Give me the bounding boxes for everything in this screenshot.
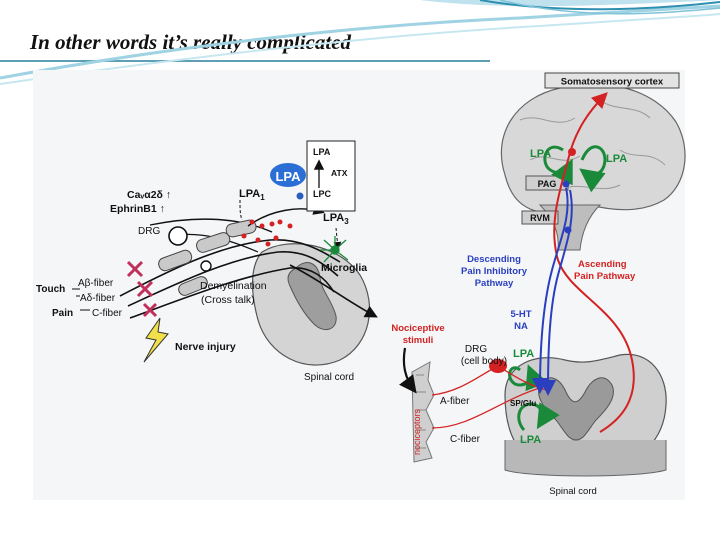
lpa-badge-label: LPA [275, 169, 301, 184]
microglia-cell-icon [320, 236, 349, 263]
thalamus-relay-dot [568, 148, 576, 156]
drg-label: DRG [138, 226, 160, 237]
rvm-label: RVM [530, 213, 550, 223]
neurotransmitter-label-5ht: 5-HT [510, 309, 531, 320]
lpa3-to-microglia-arrow [333, 227, 342, 250]
lpa-badge [270, 163, 306, 187]
nociceptive-stimuli-label-line2: stimuli [403, 335, 434, 346]
pag-neuron-dot [562, 180, 570, 188]
neurotransmitter-label-na: NA [514, 321, 528, 332]
lpa3-label: LPA3 [323, 212, 349, 226]
a-delta-fiber-label: Aδ-fiber [80, 293, 116, 304]
descending-pathway-line-1 [532, 187, 569, 394]
pag-label: PAG [538, 179, 557, 189]
c-fiber-left-label: C-fiber [92, 308, 123, 319]
brain-lpa-right-label: LPA [606, 153, 627, 165]
touch-label: Touch [36, 284, 65, 295]
nerve-injury-lightning-icon [143, 317, 169, 363]
nerve-injury-label: Nerve injury [175, 341, 236, 353]
lpa-release-dots [241, 219, 293, 247]
header-wave-decoration [0, 0, 720, 85]
descending-label-line3: Pathway [475, 278, 514, 289]
lpa-box-label: LPA [313, 147, 331, 157]
ephrinb1-label: EphrinB1 ↑ [110, 203, 165, 215]
descending-label-line1: Descending [467, 254, 521, 265]
c-fiber-line [431, 387, 541, 429]
fiber-label-connectors [72, 288, 90, 311]
sp-glu-label: SP/Glu [510, 399, 536, 408]
skin-tissue [411, 361, 435, 463]
demyelination-label-line1: Demyelination [200, 280, 267, 292]
drg-cell-body-label-line1: DRG [465, 344, 487, 355]
lpa1-label: LPA1 [239, 188, 265, 202]
descending-label-line2: Pain Inhibitory [461, 266, 528, 277]
ascending-label-line1: Ascending [578, 259, 627, 270]
atx-label: ATX [331, 168, 348, 178]
stimuli-arrow [399, 347, 417, 394]
c-fiber-right-label: C-fiber [450, 434, 481, 445]
drg-cell-body-label-line2: (cell body) [461, 356, 507, 367]
pain-label: Pain [52, 308, 73, 319]
cord-lpa-label: LPA [520, 434, 541, 446]
ascending-pathway-line [553, 92, 635, 433]
rvm-region [521, 210, 559, 225]
nerve-fibers [119, 204, 378, 319]
spinal-cord-left-label: Spinal cord [304, 372, 354, 383]
cord-lpa-loop [517, 402, 560, 432]
ca-subunit-label: Caᵥα2δ ↑ [127, 189, 171, 201]
a-fiber-line [431, 365, 499, 396]
brain-lpa-loop-right [579, 145, 607, 193]
nociceptive-stimuli-label-line1: Nociceptive [391, 323, 444, 334]
microglia-label: Microglia [321, 262, 367, 274]
descending-pathway-line-2 [540, 189, 573, 396]
ascending-label-line2: Pain Pathway [574, 271, 636, 282]
drg-lpa-label: LPA [513, 348, 534, 360]
spinal-cord-section-right [504, 353, 667, 477]
lpa-synthesis-box [306, 140, 356, 212]
spinal-cord-right-label: Spinal cord [549, 486, 597, 497]
drg-lpa-loop [508, 364, 548, 392]
title-divider [0, 60, 490, 62]
nociceptors-label: nociceptors [412, 408, 422, 455]
a-fiber-label: A-fiber [440, 396, 470, 407]
demyelination-label-line2: (Cross talk) [201, 294, 255, 306]
rvm-neuron-dot [564, 226, 572, 234]
fiber-lesion-marks [126, 260, 158, 318]
lpc-label: LPC [313, 189, 332, 199]
cortex-label-box [544, 72, 680, 89]
lpa1-receptor-line [239, 199, 243, 221]
a-beta-fiber-label: Aβ-fiber [78, 278, 114, 289]
cortex-label: Somatosensory cortex [561, 77, 664, 88]
